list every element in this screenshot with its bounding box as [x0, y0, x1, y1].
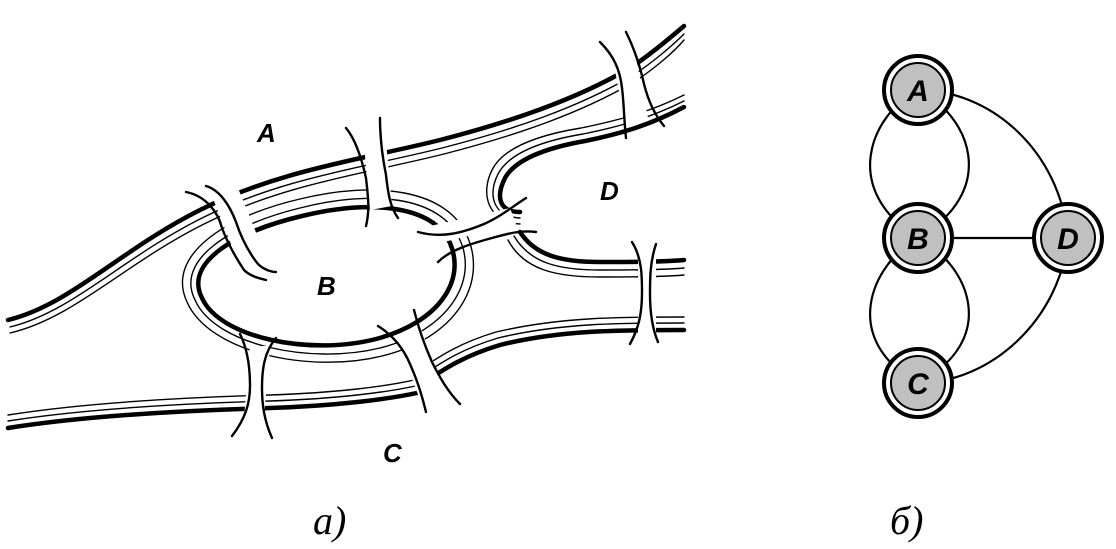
graph-node-d: D	[1034, 204, 1102, 272]
graph-node-c: C	[884, 349, 952, 417]
region-label-d: D	[600, 176, 619, 206]
region-label-a: A	[256, 118, 276, 148]
caption-b: б)	[890, 498, 923, 543]
graph-node-a: A	[884, 56, 952, 124]
region-label-c: C	[383, 438, 403, 468]
bridge-6	[232, 334, 276, 438]
graph-node-a-label: A	[906, 75, 929, 108]
graph: A B C D б)	[870, 56, 1102, 543]
river-map: A B C D a)	[8, 26, 684, 543]
graph-node-d-label: D	[1057, 223, 1079, 256]
graph-node-c-label: C	[907, 368, 930, 401]
region-label-b: B	[317, 271, 336, 301]
river-bank-south	[8, 377, 430, 428]
river-bank-east	[508, 232, 684, 277]
graph-node-b: B	[884, 204, 952, 272]
caption-a: a)	[313, 498, 346, 543]
graph-node-b-label: B	[907, 223, 929, 256]
